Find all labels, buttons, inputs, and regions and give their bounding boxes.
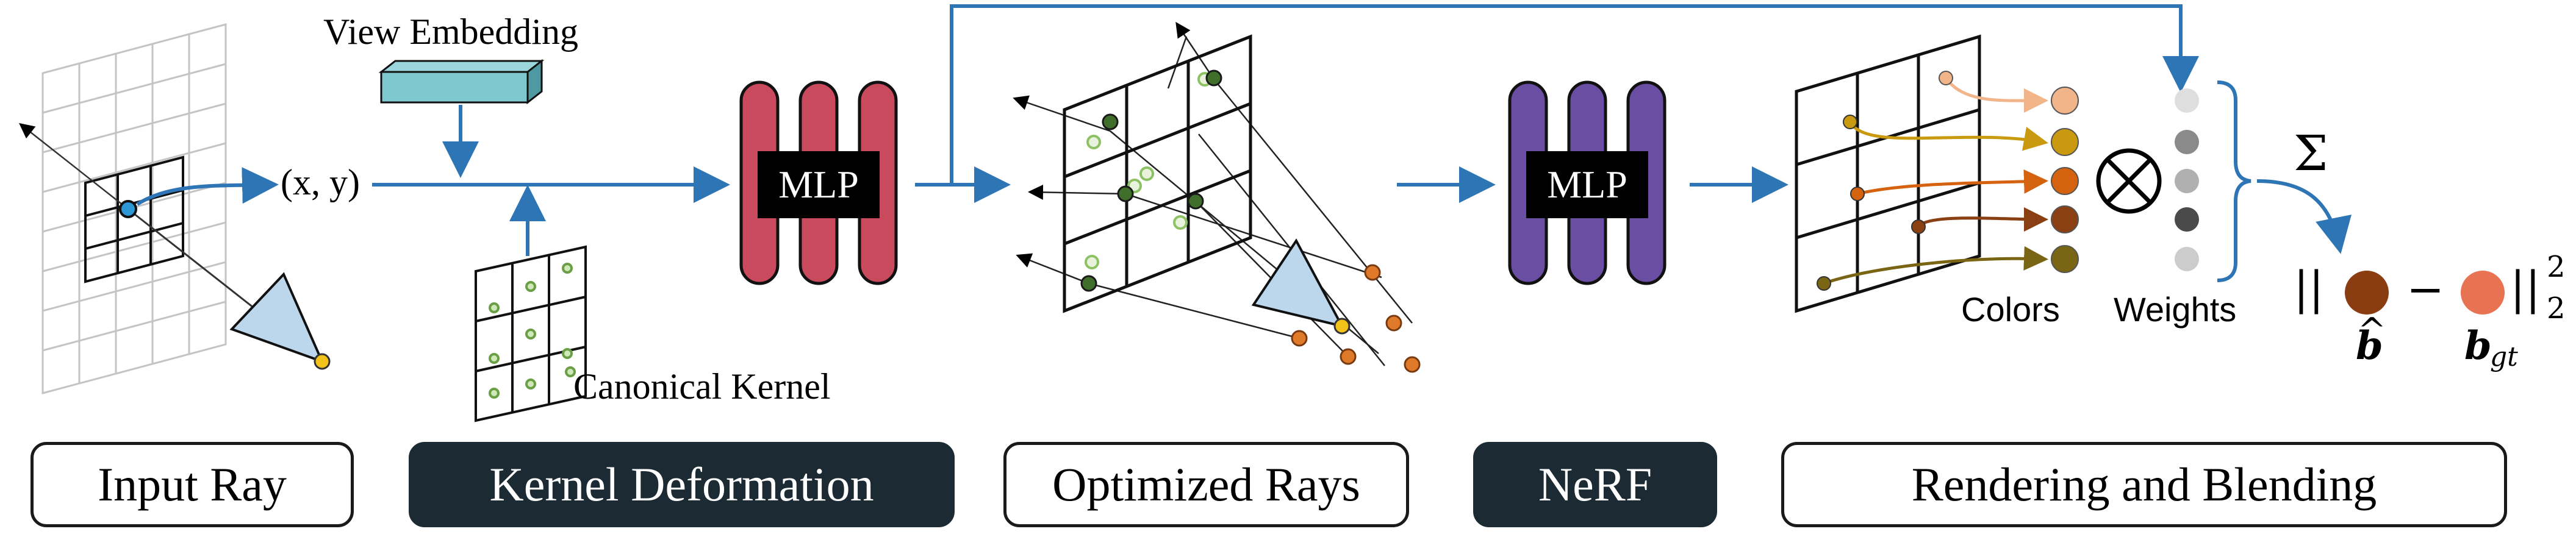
b-hat-accent: ^ [2358, 311, 2386, 350]
xy-label: (x, y) [281, 162, 360, 202]
optimized-grid [1063, 34, 1252, 313]
weight-circle-4 [2175, 207, 2199, 232]
stage-rendering-blending: Rendering and Blending [1781, 442, 2507, 527]
ray-color-curve-1 [1944, 77, 2048, 113]
canonical-kernel-label: Canonical Kernel [573, 366, 831, 407]
optimized-faded-points [1085, 72, 1212, 269]
stage-input-ray: Input Ray [30, 442, 354, 527]
camera-center-point [314, 353, 331, 370]
optimized-sample-points [1080, 69, 1222, 292]
weight-circles [2175, 88, 2199, 271]
ray-color-curve-4 [1917, 207, 2048, 232]
stage-nerf: NeRF [1473, 442, 1717, 527]
render-ray-point-3 [1850, 187, 1865, 201]
view-embedding-label: View Embedding [323, 12, 578, 52]
mlp-label-1: MLP [758, 151, 880, 218]
weight-circle-5 [2175, 247, 2199, 271]
stage-kernel-deformation: Kernel Deformation [409, 442, 955, 527]
view-embedding-block [378, 59, 545, 105]
color-circle-4 [2051, 205, 2079, 233]
optimized-rays-panel [1013, 21, 1421, 373]
color-circle-1 [2051, 87, 2079, 115]
render-grid [1795, 34, 1981, 313]
sum-symbol: Σ [2294, 125, 2328, 182]
pixel-to-xy-arrow [136, 167, 279, 206]
ray-color-curve-3 [1857, 169, 2048, 196]
sum-brace [2217, 80, 2251, 282]
rendering-panel [1795, 34, 2505, 315]
backward-ray [19, 123, 129, 210]
b-gt-subscript: gt [2490, 341, 2518, 372]
camera-icon [229, 272, 325, 364]
color-circles [2051, 87, 2079, 273]
render-ray-point-5 [1817, 276, 1831, 291]
predicted-pixel [2345, 271, 2389, 315]
weight-circle-2 [2175, 130, 2199, 154]
ray-color-curve-5 [1823, 246, 2048, 285]
canonical-kernel-grid [475, 245, 587, 422]
kernel-deformation-panel [372, 4, 2199, 422]
color-circle-5 [2051, 245, 2079, 273]
optimized-camera-icon [1251, 238, 1344, 328]
weight-circle-3 [2175, 169, 2199, 193]
render-ray-point-1 [1939, 71, 1953, 85]
stage-optimized-rays: Optimized Rays [1003, 442, 1409, 527]
norm-open: || [2294, 262, 2324, 315]
colors-label: Colors [1961, 290, 2060, 329]
mlp-label-2: MLP [1526, 151, 1648, 218]
norm-superscript: 2 [2547, 250, 2566, 284]
b-gt-symbol: b [2464, 323, 2492, 369]
optimized-camera-center [1333, 318, 1351, 335]
b-hat-symbol: b [2356, 323, 2383, 369]
pixel-point [119, 200, 137, 218]
kernel-points [489, 263, 576, 399]
norm-close: || [2510, 262, 2541, 315]
weight-circle-1 [2175, 88, 2199, 113]
render-ray-point-4 [1911, 219, 1926, 234]
ray-color-curve-2 [1848, 121, 2048, 151]
color-circle-2 [2051, 128, 2079, 156]
render-ray-point-2 [1843, 115, 1857, 129]
skip-connection-arrow [950, 4, 2199, 185]
minus-sign: − [2406, 263, 2445, 316]
weights-label: Weights [2114, 290, 2237, 329]
input-ray-panel [19, 23, 331, 394]
color-circle-3 [2051, 167, 2079, 195]
brace-to-loss-arrow [2256, 179, 2352, 254]
norm-subscript: 2 [2547, 291, 2566, 325]
otimes-icon [2096, 148, 2162, 214]
ground-truth-pixel [2461, 271, 2505, 315]
ray-origin-points [1291, 264, 1421, 373]
